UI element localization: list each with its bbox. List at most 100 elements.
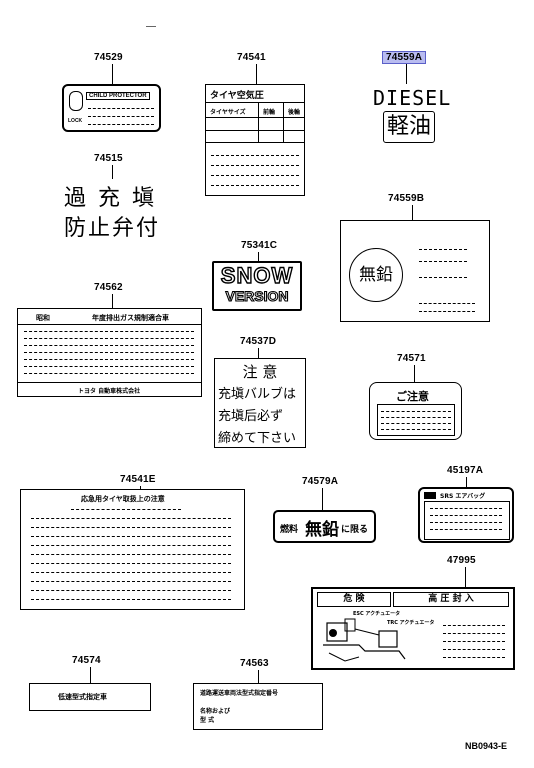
- only-text: に限る: [341, 525, 369, 535]
- text-line: [430, 529, 502, 530]
- part-number-74515[interactable]: 74515: [94, 153, 123, 164]
- low-speed-text: 低速型式指定車: [58, 693, 107, 701]
- leader-line: [90, 667, 91, 683]
- text-line: [419, 277, 467, 278]
- label-47995: 危 険 高 圧 封 入 ESC アクチュエータ TRC アクチュエータ: [311, 587, 515, 670]
- header-front: 前輪: [263, 109, 276, 116]
- part-number-74541[interactable]: 74541: [237, 52, 266, 63]
- lock-symbol: [69, 91, 83, 111]
- label-74541: タイヤ空気圧 タイヤサイズ 前輪 後輪: [205, 84, 305, 196]
- valve-text: 防止弁付: [64, 216, 161, 241]
- text-line: [31, 518, 231, 519]
- label-74541E: 応急用タイヤ取扱上の注意: [20, 489, 245, 610]
- text-line: [443, 625, 505, 626]
- part-number-74574[interactable]: 74574: [72, 655, 101, 666]
- label-74574: 低速型式指定車: [29, 683, 151, 711]
- fuel-text: 燃料: [280, 525, 299, 535]
- char-2: 充: [98, 186, 121, 211]
- text-line: [443, 633, 505, 634]
- label-74559B: 無鉛: [340, 220, 490, 322]
- text-line: [24, 352, 194, 353]
- part-number-74579A[interactable]: 74579A: [302, 476, 339, 487]
- label-74515: 過 充 塡 防止弁付: [60, 180, 160, 242]
- model-line: 型 式: [200, 717, 215, 724]
- leader-line: [414, 365, 415, 382]
- text-line: [419, 249, 467, 250]
- part-number-74563[interactable]: 74563: [240, 658, 269, 669]
- text-line: [31, 527, 231, 528]
- name-line: 名称および: [200, 708, 231, 715]
- table-line: [206, 142, 304, 143]
- leader-line: [112, 294, 113, 308]
- notice-box: [377, 404, 455, 436]
- text-line: [211, 155, 299, 156]
- label-74562: 昭和 年度排出ガス規制適合車 トヨタ 自動車株式会社: [17, 308, 202, 397]
- emission-title: 年度排出ガス規制適合車: [92, 314, 169, 322]
- leader-line: [112, 64, 113, 84]
- top-mark: [146, 26, 156, 29]
- text-line: [88, 108, 154, 109]
- instruction-line-3: 締めて下さい: [218, 431, 297, 446]
- unleaded-text: 無鉛: [305, 520, 339, 540]
- text-line: [24, 366, 194, 367]
- version-text: VERSION: [225, 287, 289, 304]
- text-line: [419, 261, 467, 262]
- lock-text: LOCK: [68, 118, 83, 124]
- table-line: [18, 324, 201, 325]
- part-number-47995[interactable]: 47995: [447, 555, 476, 566]
- airbag-box: [424, 501, 510, 540]
- part-number-74529[interactable]: 74529: [94, 52, 123, 63]
- snow-text: SNOW: [220, 262, 294, 288]
- esc-actuator-text: ESC アクチュエータ: [353, 611, 401, 617]
- text-line: [381, 417, 451, 418]
- table-line: [18, 382, 201, 383]
- text-line: [24, 345, 194, 346]
- part-number-75341C[interactable]: 75341C: [241, 240, 278, 251]
- part-number-74571[interactable]: 74571: [397, 353, 426, 364]
- unleaded-circle: 無鉛: [349, 248, 403, 302]
- toyota-footer: トヨタ 自動車株式会社: [78, 388, 141, 395]
- table-line: [206, 102, 304, 103]
- spare-tire-title: 応急用タイヤ取扱上の注意: [81, 495, 165, 503]
- label-74559A: DIESEL 軽油: [367, 84, 453, 152]
- text-line: [31, 545, 231, 546]
- high-pressure-cell: 高 圧 封 入: [393, 592, 509, 607]
- text-line: [71, 509, 181, 510]
- label-74537D: 注 意 充塡バルブは 充塡后必ず 締めて下さい: [214, 358, 306, 448]
- char-3: 塡: [132, 186, 155, 211]
- text-line: [381, 411, 451, 412]
- text-line: [443, 649, 505, 650]
- text-line: [419, 311, 475, 312]
- leader-line: [258, 252, 259, 261]
- leader-line: [412, 205, 413, 220]
- text-line: [430, 508, 502, 509]
- text-line: [24, 359, 194, 360]
- text-line: [31, 554, 231, 555]
- showa-text: 昭和: [36, 314, 50, 322]
- table-col: [283, 102, 284, 142]
- table-line: [206, 117, 304, 118]
- part-number-74537D[interactable]: 74537D: [240, 336, 277, 347]
- text-line: [443, 657, 505, 658]
- table-col: [258, 102, 259, 142]
- part-number-74559B[interactable]: 74559B: [388, 193, 425, 204]
- text-line: [211, 185, 299, 186]
- part-number-74541E[interactable]: 74541E: [120, 474, 156, 485]
- text-line: [443, 641, 505, 642]
- leader-line: [112, 165, 113, 179]
- label-45197A: SRS エアバッグ: [418, 487, 514, 543]
- text-line: [31, 572, 231, 573]
- header-tire-size: タイヤサイズ: [210, 109, 246, 116]
- part-number-74559A[interactable]: 74559A: [382, 51, 427, 64]
- text-line: [419, 303, 475, 304]
- label-75341C: SNOW VERSION: [212, 261, 302, 311]
- airbag-title: SRS エアバッグ: [440, 493, 486, 500]
- text-line: [31, 581, 231, 582]
- keiyu-text: 軽油: [383, 111, 435, 143]
- caution-line: 注 意: [242, 363, 278, 381]
- leader-line: [256, 64, 257, 84]
- part-number-45197A[interactable]: 45197A: [447, 465, 484, 476]
- leader-line: [406, 64, 407, 84]
- part-number-74562[interactable]: 74562: [94, 282, 123, 293]
- type-approval-title: 道路運送車両法型式指定番号: [200, 690, 279, 697]
